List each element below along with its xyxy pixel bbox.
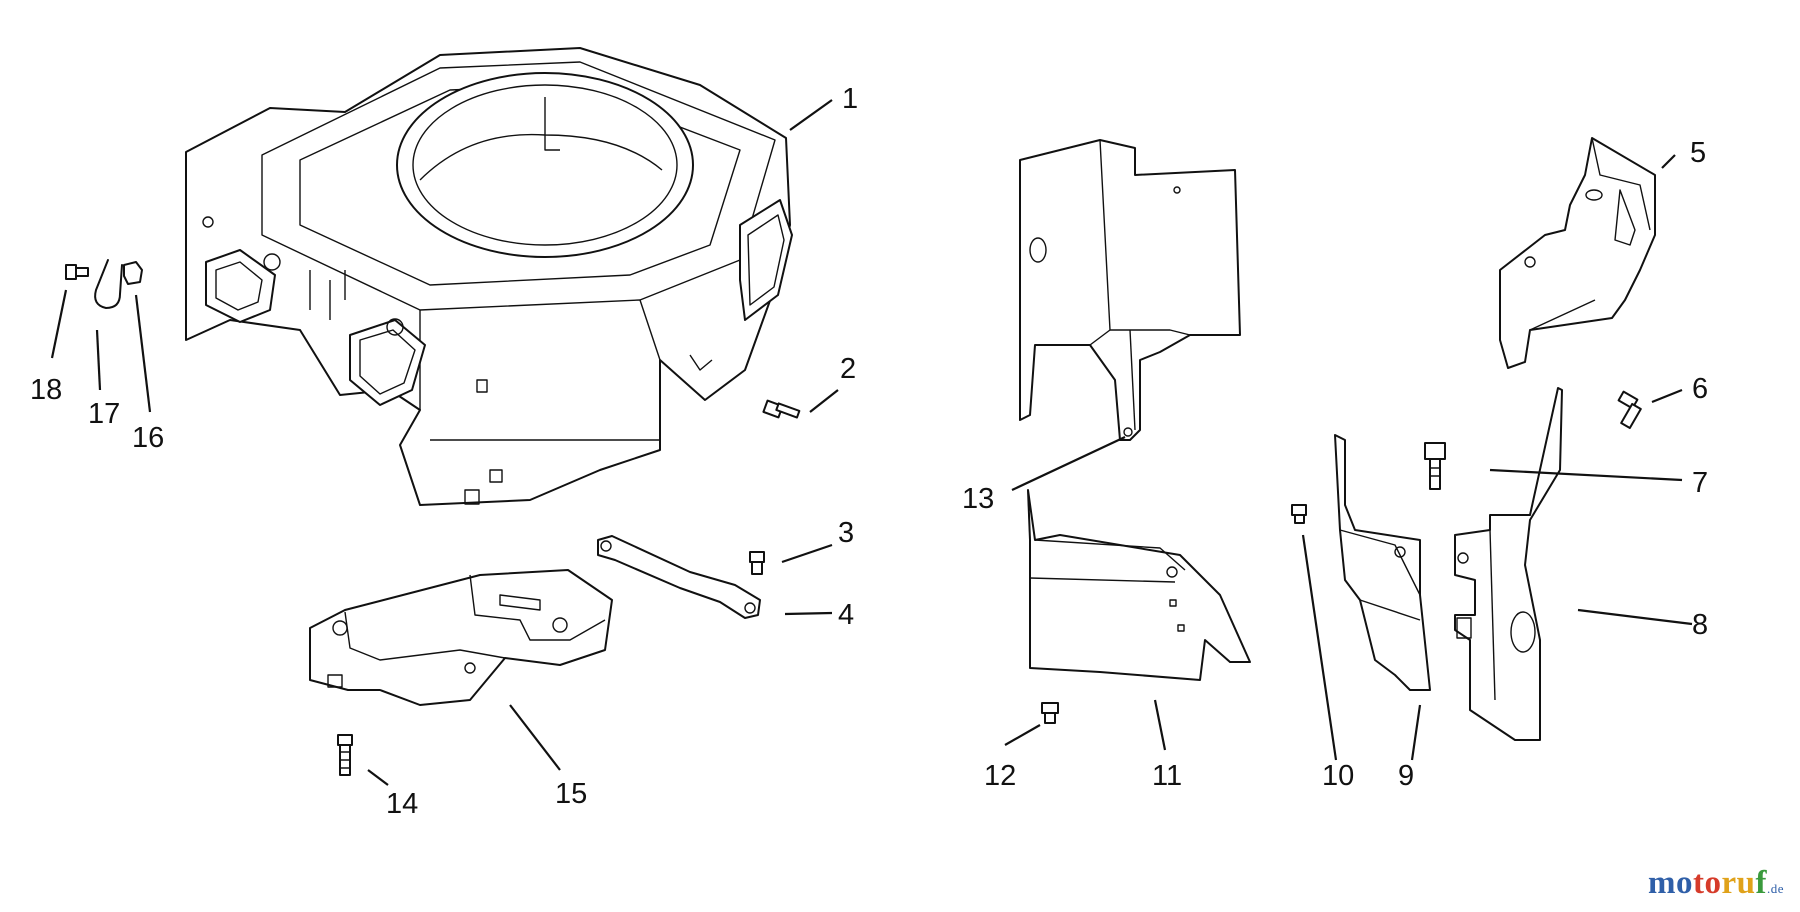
callout-2: 2: [840, 353, 856, 385]
callout-9: 9: [1398, 760, 1414, 792]
upper-shroud-13-part: [1019, 139, 1241, 441]
callout-13: 13: [962, 483, 994, 515]
callout-15: 15: [555, 778, 587, 810]
side-baffle-8-part: [1454, 387, 1563, 741]
callout-14: 14: [386, 788, 418, 820]
nut-16-part: [123, 261, 143, 285]
clip-17-part: [94, 259, 123, 309]
callout-18: 18: [30, 374, 62, 406]
callout-1: 1: [842, 83, 858, 115]
callout-10: 10: [1322, 760, 1354, 792]
leader-2: [809, 389, 839, 413]
leader-lines: [50, 99, 1693, 786]
leader-4: [784, 611, 833, 616]
fastener-18-part: [65, 264, 89, 280]
strap-bracket-4-part: [597, 535, 761, 619]
leader-7: [1489, 468, 1683, 482]
callout-8: 8: [1692, 609, 1708, 641]
leader-8: [1577, 608, 1693, 626]
top-bracket-5-part: [1499, 137, 1656, 369]
leader-13: [1011, 436, 1126, 491]
callout-7: 7: [1692, 467, 1708, 499]
leader-6: [1651, 388, 1683, 404]
leader-3: [781, 543, 833, 564]
watermark-part-4: f: [1755, 865, 1767, 901]
leader-15: [509, 704, 561, 771]
watermark-part-3: ru: [1721, 865, 1756, 901]
callout-4: 4: [838, 599, 854, 631]
bolt-14-part: [337, 734, 353, 776]
screw-6-part: [1617, 390, 1642, 430]
leader-14: [367, 769, 389, 786]
callout-17: 17: [88, 398, 120, 430]
leader-17: [95, 329, 102, 391]
lower-shroud-11-part: [1027, 489, 1251, 681]
callout-labels: 1 2 3 4 5 6 7 8 9 10 11 12 13 14 15 16 1…: [30, 83, 1708, 820]
callout-16: 16: [132, 422, 164, 454]
base-bracket-15-part: [309, 569, 613, 706]
screw-12-part: [1041, 702, 1059, 724]
screw-10-part: [1291, 504, 1307, 524]
leader-5: [1661, 154, 1676, 169]
watermark-part-2: to: [1692, 865, 1722, 901]
bolt-3-part: [749, 551, 765, 575]
bolt-7-part: [1424, 442, 1446, 490]
callout-6: 6: [1692, 373, 1708, 405]
callout-12: 12: [984, 760, 1016, 792]
leader-1: [789, 99, 833, 131]
watermark-part-1: mo: [1647, 865, 1693, 901]
callout-11: 11: [1152, 760, 1182, 792]
callout-3: 3: [838, 517, 854, 549]
leader-18: [50, 289, 68, 359]
watermark-logo: motoruf.de: [1648, 865, 1784, 902]
leader-16: [134, 294, 152, 413]
screw-2-part: [762, 399, 801, 419]
watermark-suffix: .de: [1766, 881, 1784, 896]
callout-5: 5: [1690, 137, 1706, 169]
leader-10: [1301, 534, 1338, 761]
leader-12: [1004, 724, 1041, 746]
blower-housing-part: [185, 47, 793, 506]
leader-9: [1410, 704, 1422, 761]
baffle-9-part: [1334, 434, 1431, 691]
leader-11: [1153, 699, 1167, 751]
